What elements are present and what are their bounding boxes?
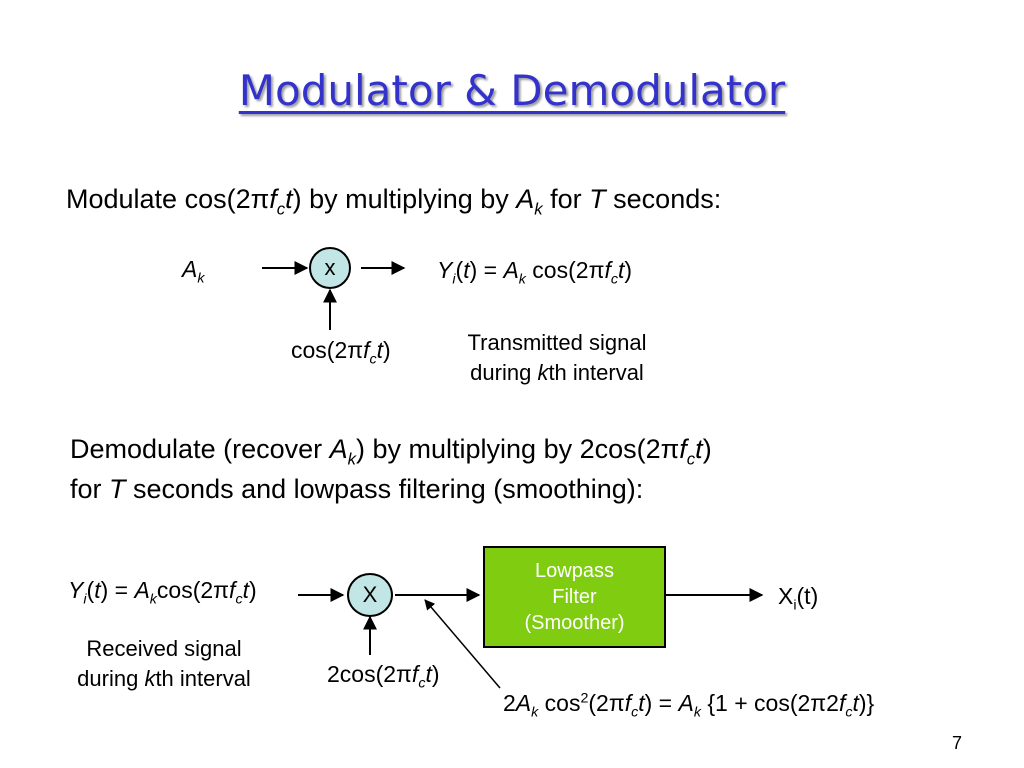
- mod-carrier-label: cos(2πfct): [291, 337, 391, 368]
- demodulator-intro-line1: Demodulate (recover Ak) by multiplying b…: [70, 434, 712, 469]
- mod-mixer: x: [309, 247, 351, 289]
- page-number: 7: [951, 733, 962, 753]
- demodulator-intro-line2: for T seconds and lowpass filtering (smo…: [70, 474, 644, 504]
- demod-carrier-label: 2cos(2πfct): [327, 661, 440, 692]
- demod-output-label: Xi(t): [778, 583, 819, 614]
- demod-mixer: X: [347, 573, 393, 617]
- lowpass-filter-block: Lowpass Filter (Smoother): [483, 546, 666, 648]
- mod-input-label: Ak: [182, 256, 205, 287]
- identity-pointer-arrow: [424, 599, 501, 689]
- mod-caption: Transmitted signal during kth interval: [467, 330, 647, 385]
- demod-caption: Received signal during kth interval: [77, 636, 251, 691]
- slide-title: Modulator & Demodulator: [238, 66, 786, 115]
- mod-output-label: Yi(t) = Ak cos(2πfct): [437, 257, 633, 288]
- demod-input-label: Yi(t) = Akcos(2πfct): [68, 577, 257, 608]
- trig-identity: 2Ak cos2(2πfct) = Ak {1 + cos(2π2fct)}: [503, 690, 875, 721]
- modulator-intro-text: Modulate cos(2πfct) by multiplying by Ak…: [66, 184, 722, 219]
